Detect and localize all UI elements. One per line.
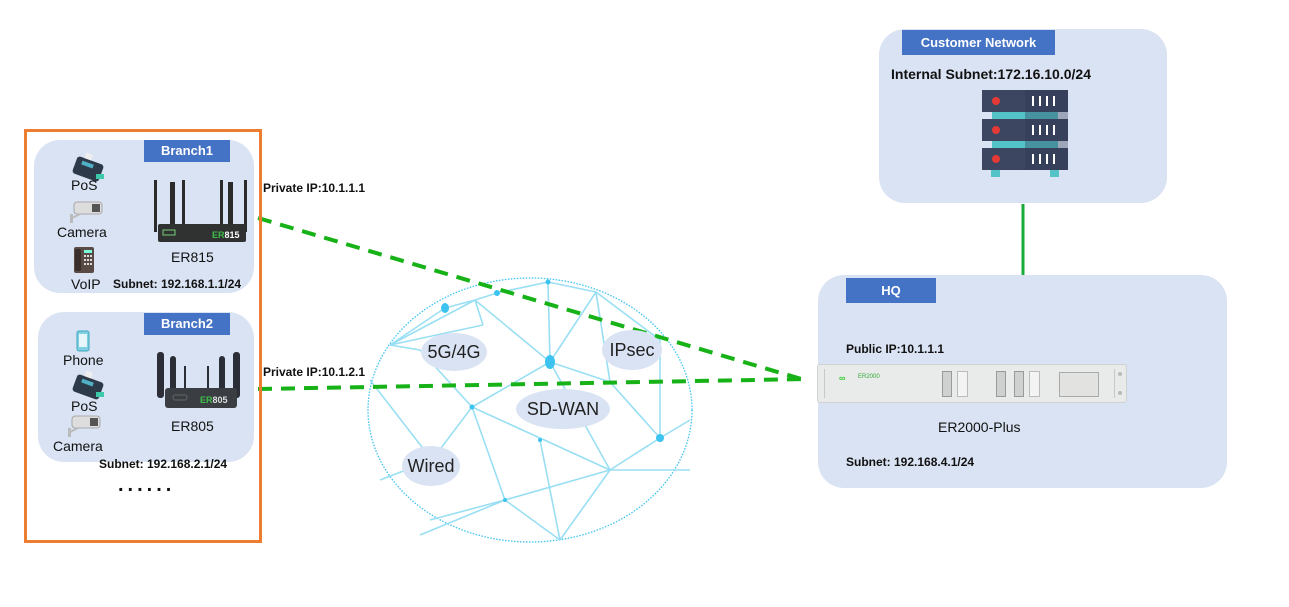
branch2-title: Branch2 bbox=[144, 313, 230, 335]
branch1-title: Branch1 bbox=[144, 140, 230, 162]
tunnel-branch2-hq bbox=[257, 377, 809, 391]
branch1-device-label: VoIP bbox=[71, 276, 101, 292]
customer-internal-subnet: Internal Subnet:172.16.10.0/24 bbox=[891, 66, 1091, 82]
er2000-plus-device: ∞ ER2000 bbox=[817, 364, 1127, 403]
branch2-private-ip: Private IP:10.1.2.1 bbox=[263, 365, 366, 379]
branch-group-frame bbox=[24, 129, 262, 543]
er2000-badge: ER2000 bbox=[858, 374, 880, 380]
customer-network-title: Customer Network bbox=[902, 30, 1055, 55]
branch2-subnet: Subnet: 192.168.2.1/24 bbox=[99, 457, 228, 471]
branch2-device-label: PoS bbox=[71, 398, 98, 414]
hq-device-name: ER2000-Plus bbox=[938, 419, 1021, 435]
branch1-subnet: Subnet: 192.168.1.1/24 bbox=[113, 277, 242, 291]
more-branches-ellipsis: ...... bbox=[118, 474, 176, 496]
cloud-label-ipsec: IPsec bbox=[602, 330, 662, 370]
sfp-port-icon bbox=[996, 371, 1006, 397]
branch2-device-label: Camera bbox=[53, 438, 103, 454]
branch1-device-label: PoS bbox=[71, 177, 98, 193]
sfp-port-icon bbox=[1014, 371, 1024, 397]
tunnel-branch1-hq bbox=[257, 216, 809, 383]
branch1-panel bbox=[34, 140, 254, 293]
ethernet-ports-icon bbox=[1059, 372, 1099, 397]
branch2-router-name: ER805 bbox=[171, 418, 214, 434]
slot-cover-icon bbox=[1029, 371, 1040, 397]
sfp-port-icon bbox=[942, 371, 952, 397]
mesh-nodes bbox=[441, 279, 664, 502]
cloud-label-wired: Wired bbox=[402, 446, 460, 486]
hq-title: HQ bbox=[846, 278, 936, 303]
branch1-device-label: Camera bbox=[57, 224, 107, 240]
cloud-label-5g4g: 5G/4G bbox=[421, 333, 487, 371]
branch1-private-ip: Private IP:10.1.1.1 bbox=[263, 181, 366, 195]
slot-cover-icon bbox=[957, 371, 968, 397]
hq-subnet: Subnet: 192.168.4.1/24 bbox=[846, 455, 975, 469]
cloud-label-sdwan: SD-WAN bbox=[516, 389, 610, 429]
branch1-router-name: ER815 bbox=[171, 249, 214, 265]
inhand-logo-icon: ∞ bbox=[839, 373, 846, 383]
branch2-device-label: Phone bbox=[63, 352, 104, 368]
customer-network-panel bbox=[879, 29, 1167, 203]
hq-public-ip: Public IP:10.1.1.1 bbox=[846, 342, 945, 356]
